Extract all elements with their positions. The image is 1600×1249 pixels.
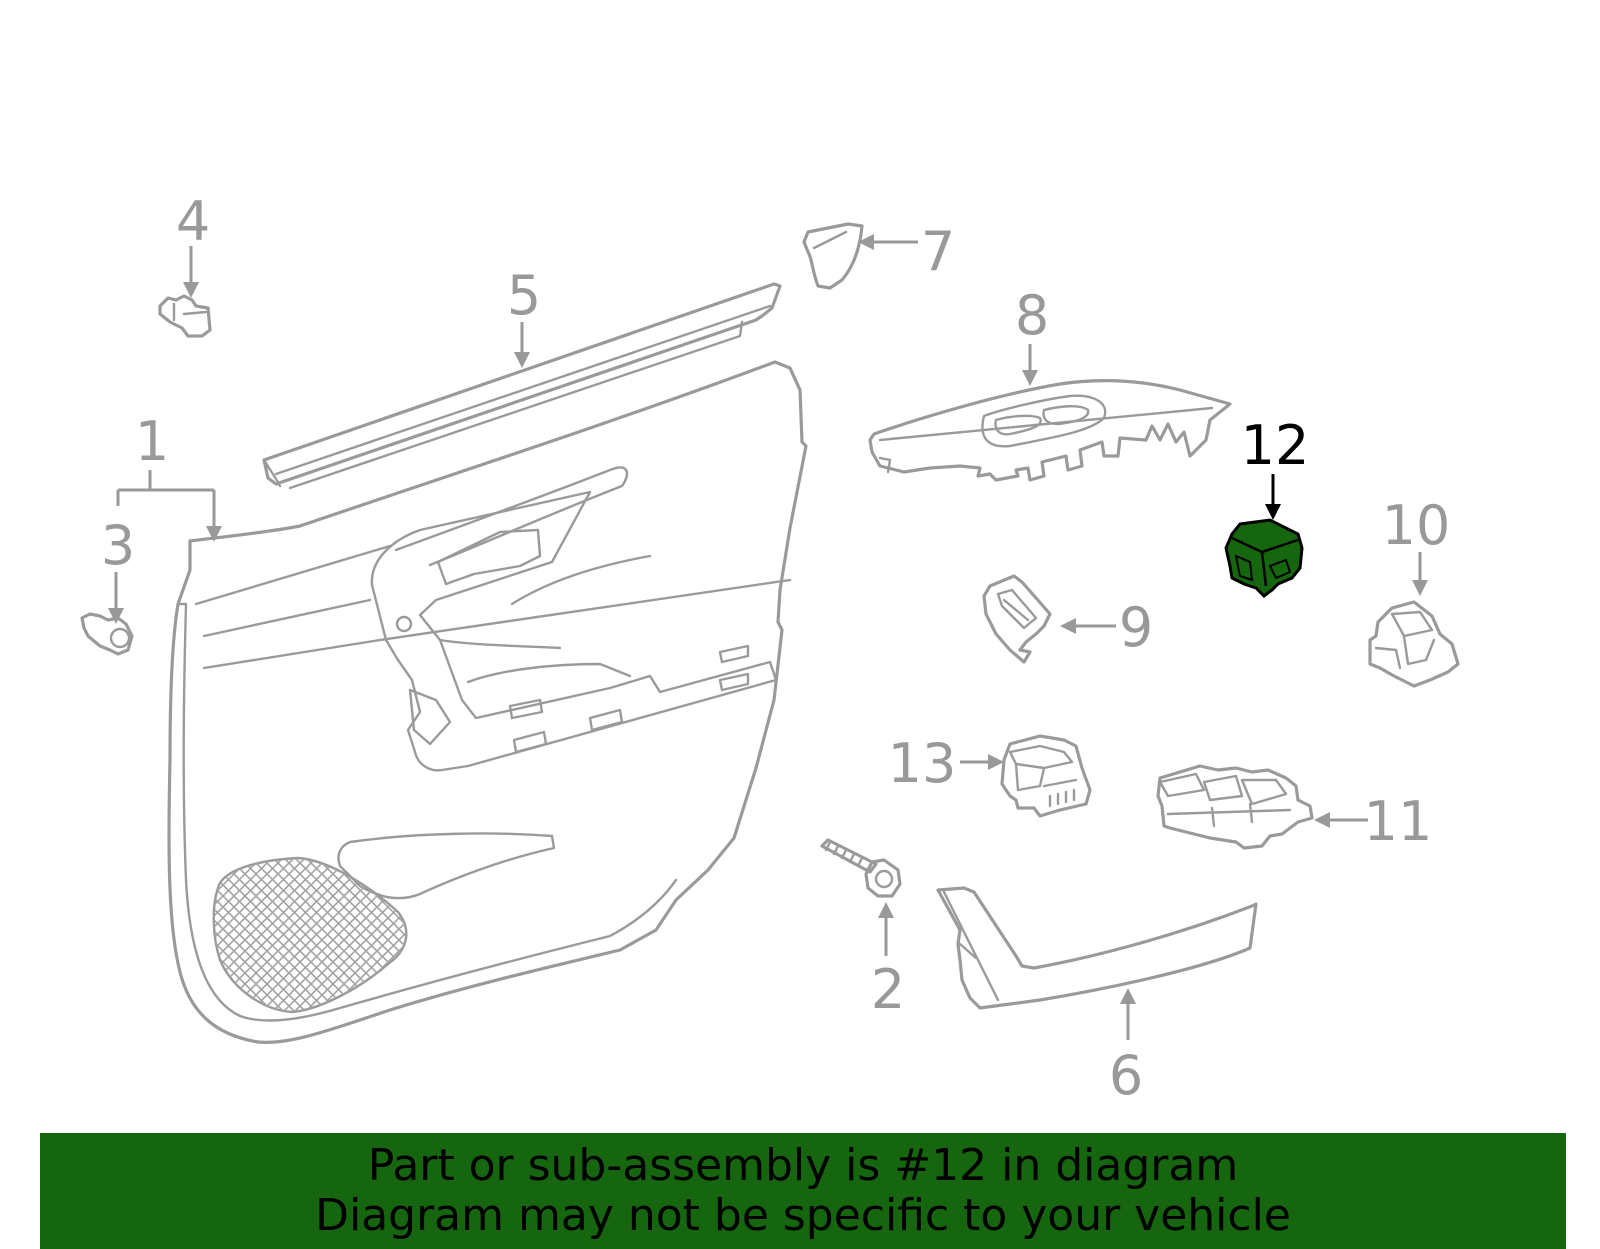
grille-line [508,840,708,1040]
armrest-bezel-part-8 [868,379,1232,482]
callout-8: 8 [1015,284,1049,347]
grille-line [213,858,302,1012]
callout-9: 9 [1119,596,1153,659]
grille-line [386,858,407,1012]
grille-line [331,858,407,1012]
grille-line [453,840,653,1040]
grille-line [213,858,236,1012]
grille-line [0,840,191,1040]
grille-line [0,840,180,1040]
switch-part-9 [982,574,1052,664]
grille-line [475,840,675,1040]
grille-line [320,858,407,1012]
grille-line [320,858,407,1012]
grille-line [508,840,708,1040]
callout-1: 1 [135,410,169,473]
grille-line [431,840,631,1040]
grille-line [213,858,291,1012]
grille-line [2,840,202,1040]
grille-line [453,840,653,1040]
grille-line [331,858,407,1012]
grille-line [397,858,407,1012]
master-switch-part-11 [1156,764,1314,850]
grille-line [213,858,390,1012]
grille-line [342,858,407,1012]
callout-12[interactable]: 12 [1241,414,1310,477]
grille-line [13,840,213,1040]
door-trim-panel [0,360,808,1044]
grille-line [519,840,719,1040]
callout-4: 4 [176,190,210,253]
grille-line [353,858,407,1012]
banner-line-1: Part or sub-assembly is #12 in diagram [367,1140,1239,1191]
callout-6: 6 [1109,1044,1143,1107]
grille-line [342,858,407,1012]
screw-part-2 [820,838,902,898]
switch-part-10 [1368,600,1460,688]
grille-line [213,858,258,1012]
callout-2: 2 [871,958,905,1021]
grille-line [409,840,609,1040]
grille-line [13,840,213,1040]
grille-line [213,858,313,1012]
grille-line [574,840,774,1040]
callout-11: 11 [1364,790,1433,853]
grille-line [397,858,407,1012]
grille-line [353,858,407,1012]
grille-line [213,858,258,1012]
grille-line [213,858,368,1012]
clip-part-3 [80,612,134,656]
grille-line [442,840,642,1040]
info-banner: Part or sub-assembly is #12 in diagram D… [40,1133,1566,1249]
highlighted-switch-part-12[interactable] [1224,518,1304,598]
callout-10: 10 [1382,494,1451,557]
grille-line [213,858,269,1012]
grille-line [519,840,719,1040]
grille-line [213,858,346,1012]
grille-line [0,840,191,1040]
grille-line [442,840,642,1040]
grille-line [574,840,774,1040]
callout-7: 7 [921,220,955,283]
grille-line [464,840,664,1040]
grille-line [213,858,280,1012]
grille-line [213,858,313,1012]
grille-line [309,858,407,1012]
grille-line [213,858,335,1012]
grille-line [243,858,407,1012]
callout-5: 5 [507,264,541,327]
grille-line [409,840,609,1040]
grille-line [552,840,752,1040]
grille-line [0,840,180,1040]
grille-line [2,840,202,1040]
grille-line [431,840,631,1040]
grille-line [213,858,236,1012]
callout-13: 13 [888,732,957,795]
clip-part-4 [158,294,212,338]
lower-garnish-part-6 [936,886,1258,1010]
callout-3: 3 [101,514,135,577]
corner-cover-part-7 [802,222,864,290]
grille-line [254,858,407,1012]
grille-line [530,840,730,1040]
grille-line [486,840,686,1040]
grille-line [386,858,407,1012]
switch-part-13 [1000,734,1092,818]
grille-line [552,840,752,1040]
banner-line-2: Diagram may not be specific to your vehi… [315,1190,1291,1241]
grille-line [475,840,675,1040]
grille-line [213,858,324,1012]
grille-line [530,840,730,1040]
grille-line [276,858,407,1012]
grille-line [213,858,357,1012]
upper-garnish-strip [262,282,782,490]
grille-line [464,840,664,1040]
grille-line [486,840,686,1040]
callout-arrows [108,234,1428,1040]
grille-line [265,858,407,1012]
